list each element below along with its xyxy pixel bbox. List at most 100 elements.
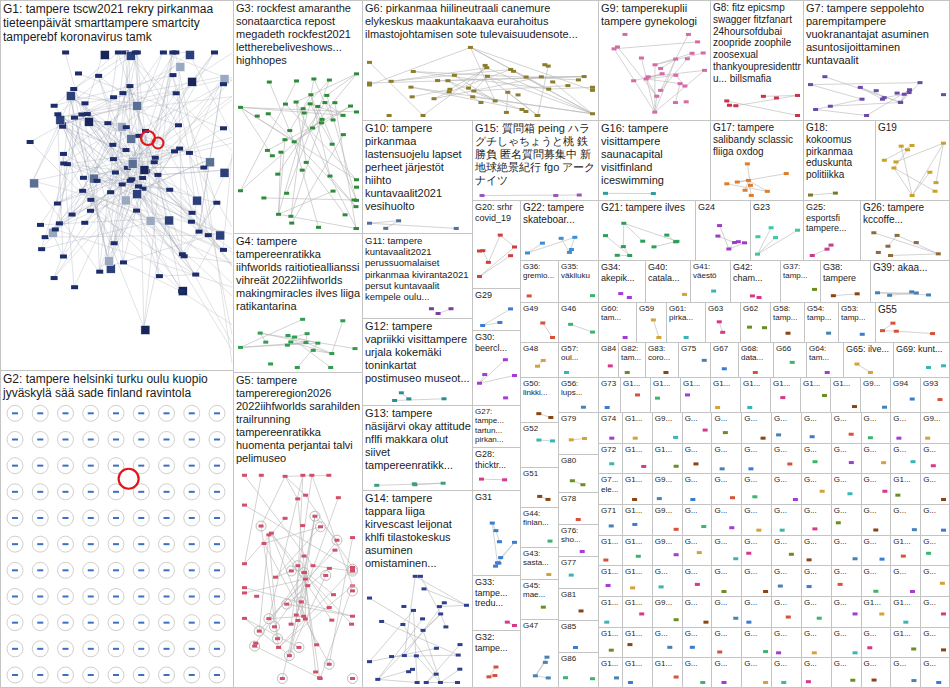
network-edge <box>320 586 352 679</box>
group-label: G1: tampere tscw2021 rekry pirkanmaa tie… <box>3 2 232 44</box>
group-panel: G... <box>861 412 892 444</box>
group-panel: G1: tampere tscw2021 rekry pirkanmaa tie… <box>0 0 234 371</box>
vertex-ring <box>7 641 23 657</box>
vertex-mark <box>787 463 792 466</box>
vertex-mark <box>931 464 936 467</box>
vertex-image <box>188 220 195 224</box>
vertex-mark <box>868 371 873 374</box>
network-edge <box>327 95 357 200</box>
group-panel: G1... <box>620 377 651 413</box>
vertex-mark <box>940 582 945 585</box>
outgoing-edge <box>113 97 232 266</box>
group-panel: G1... <box>622 443 653 475</box>
vertex-mark <box>503 358 508 361</box>
group-label: G... <box>834 598 860 607</box>
group-panel: G... <box>771 473 802 505</box>
vertex-mark <box>628 681 633 684</box>
network-edge <box>480 256 511 277</box>
group-label: G... <box>774 537 800 546</box>
vertex-mark <box>720 467 725 470</box>
vertex-mark <box>318 677 323 680</box>
vertex-mark <box>867 646 872 649</box>
vertex-mark <box>295 564 300 567</box>
group-panel: G69: kunt... <box>893 342 950 378</box>
vertex-mark <box>715 235 720 238</box>
network-edge <box>318 106 357 200</box>
network-edge <box>646 75 676 79</box>
outgoing-edge <box>131 159 232 343</box>
group-label: G... <box>923 475 948 484</box>
vertex-ring <box>270 622 280 632</box>
vertex-image <box>95 74 102 78</box>
vertex-mark <box>284 192 289 195</box>
vertex-mark <box>12 648 18 650</box>
group-label: G25: esportsfi tampere... <box>806 202 859 234</box>
group-label: G... <box>744 475 770 484</box>
group-panel: G35: väkiluku <box>558 260 599 303</box>
group-panel: G1... <box>861 596 892 628</box>
vertex-image <box>56 221 63 225</box>
group-panel: G1... <box>598 627 623 659</box>
network-edge <box>271 533 298 566</box>
vertex-mark <box>502 478 507 481</box>
group-panel: G77 <box>558 556 599 589</box>
group-panel: G64: tam... <box>806 342 844 378</box>
group-label: G... <box>804 598 830 607</box>
group-panel: G59 <box>636 302 667 343</box>
network-edge <box>736 95 798 105</box>
vertex-mark <box>879 612 884 615</box>
group-panel: G29 <box>472 288 521 331</box>
group-label: G83: coro... <box>648 344 677 363</box>
group-label: G... <box>714 445 740 454</box>
network-edge <box>306 495 353 567</box>
vertex-image <box>141 325 150 334</box>
vertex-mark <box>63 491 69 493</box>
vertex-mark <box>700 681 705 684</box>
network-edge <box>654 65 655 112</box>
group-panel: G55 <box>875 302 950 343</box>
vertex-mark <box>350 677 355 680</box>
vertex-image <box>96 270 103 274</box>
group-label: G... <box>834 414 860 423</box>
network-edge <box>434 77 541 99</box>
vertex-mark <box>292 140 297 143</box>
vertex-image <box>216 231 225 240</box>
vertex-mark <box>512 374 517 377</box>
vertex-mark <box>825 371 830 374</box>
vertex-image <box>52 227 59 231</box>
vertex-mark <box>327 606 332 609</box>
vertex-mark <box>189 674 195 676</box>
group-panel: G1... <box>598 535 623 567</box>
group-panel: G1... <box>650 377 681 413</box>
vertex-mark <box>559 237 564 240</box>
network-edge <box>470 47 592 90</box>
vertex-mark <box>323 574 328 577</box>
vertex-mark <box>438 612 443 615</box>
vertex-mark <box>795 94 800 97</box>
group-label: G74 <box>601 414 621 423</box>
vertex-image <box>71 116 78 120</box>
group-label: G9... <box>655 506 681 515</box>
vertex-mark <box>674 676 679 679</box>
vertex-mark <box>189 491 195 493</box>
vertex-mark <box>285 344 290 347</box>
vertex-mark <box>533 674 538 677</box>
outgoing-edge <box>184 256 232 262</box>
vertex-mark <box>399 391 404 394</box>
vertex-mark <box>113 465 119 467</box>
vertex-ring <box>273 634 283 644</box>
group-label: G1... <box>803 379 829 388</box>
vertex-mark <box>88 438 94 440</box>
vertex-mark <box>442 601 447 604</box>
group-label: G1... <box>743 379 769 388</box>
vertex-mark <box>911 647 916 650</box>
network-edge <box>241 319 303 347</box>
group-panel: G... <box>652 565 683 597</box>
outgoing-edge <box>143 168 232 263</box>
vertex-mark <box>730 496 735 499</box>
vertex-mark <box>849 433 854 436</box>
vertex-mark <box>63 622 69 624</box>
network-edge <box>901 146 912 195</box>
network-edge <box>891 254 939 256</box>
group-panel: G51 <box>520 467 559 508</box>
